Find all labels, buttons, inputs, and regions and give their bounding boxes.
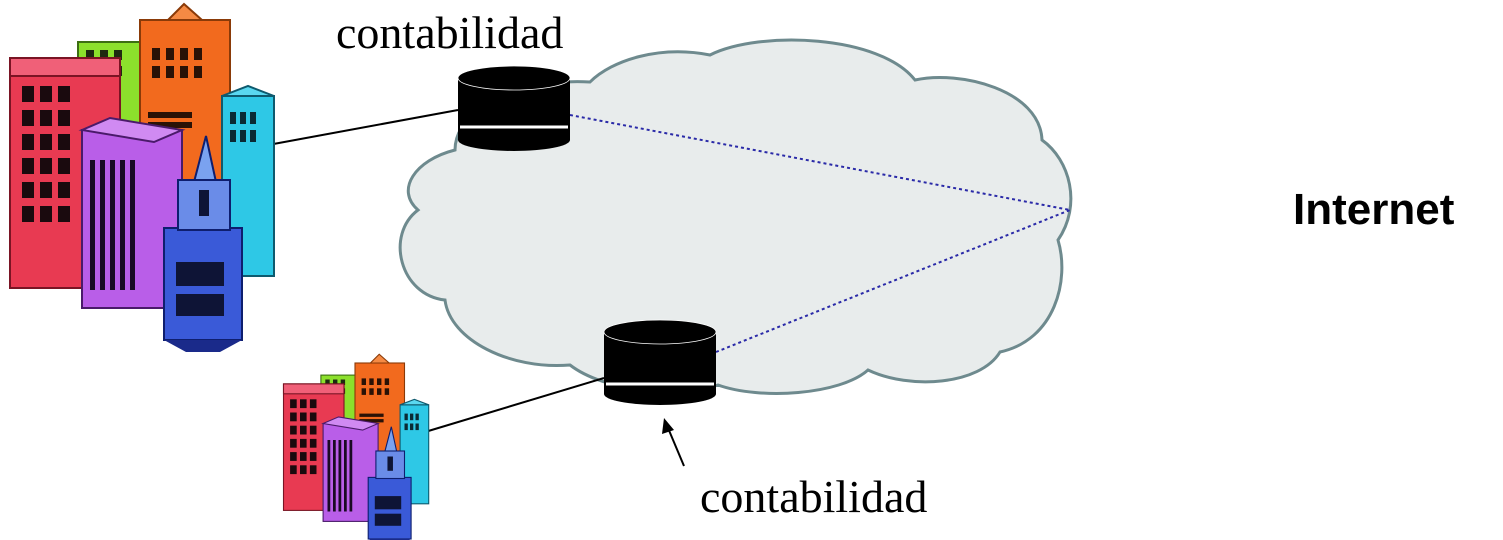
link-city-top-router <box>267 109 459 146</box>
office-buildings-icon <box>282 353 430 540</box>
office-buildings-icon <box>9 3 275 353</box>
arrow-head <box>662 418 674 434</box>
link-city-bottom-router <box>424 377 605 433</box>
router-top-label: contabilidad <box>336 7 563 58</box>
router-icon <box>457 65 571 151</box>
router-bottom-label: contabilidad <box>700 471 927 522</box>
router-icon <box>603 319 717 405</box>
internet-label: Internet <box>1293 185 1455 234</box>
tunnel-link-top <box>569 114 1071 211</box>
pointer-arrow <box>667 427 685 467</box>
